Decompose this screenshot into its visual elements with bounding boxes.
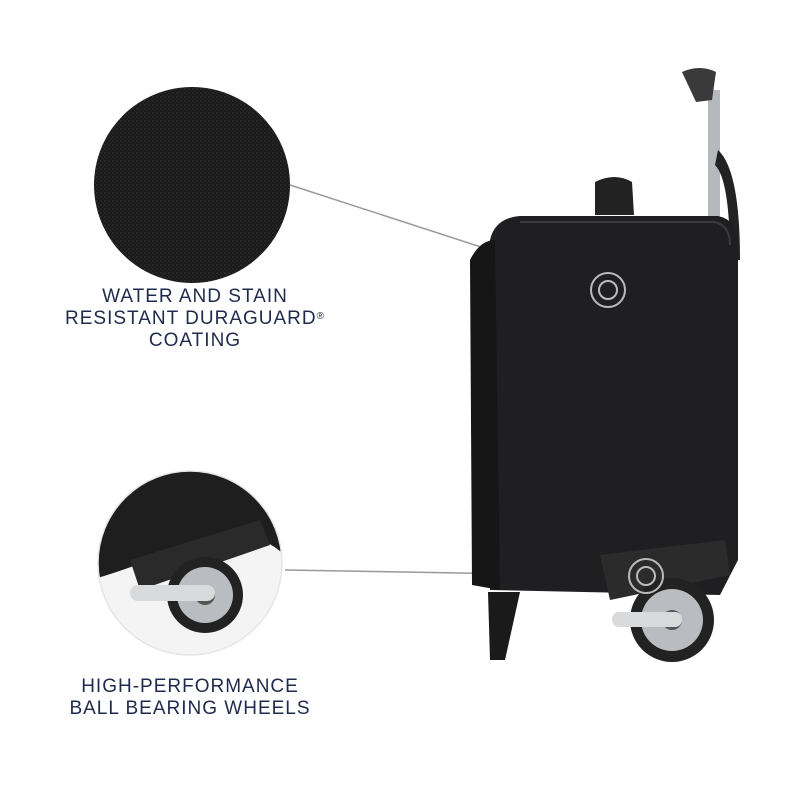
wheel-detail-circle — [98, 471, 282, 655]
suitcase — [470, 68, 740, 662]
caption-text: RESISTANT DURAGUARD — [65, 308, 317, 329]
caption-line: BALL BEARING WHEELS — [69, 698, 311, 719]
feature-caption-coating: WATER AND STAIN RESISTANT DURAGUARD® COA… — [40, 286, 350, 352]
caption-line: HIGH-PERFORMANCE — [81, 676, 299, 697]
registered-mark: ® — [316, 311, 325, 322]
feature-caption-wheels: HIGH-PERFORMANCE BALL BEARING WHEELS — [40, 676, 340, 720]
caption-line: RESISTANT DURAGUARD® — [40, 308, 350, 330]
caption-line: WATER AND STAIN — [102, 286, 288, 307]
callout-marker — [628, 558, 664, 594]
caption-line: COATING — [148, 330, 242, 351]
callout-marker — [590, 272, 626, 308]
fabric-detail-circle — [94, 87, 290, 283]
